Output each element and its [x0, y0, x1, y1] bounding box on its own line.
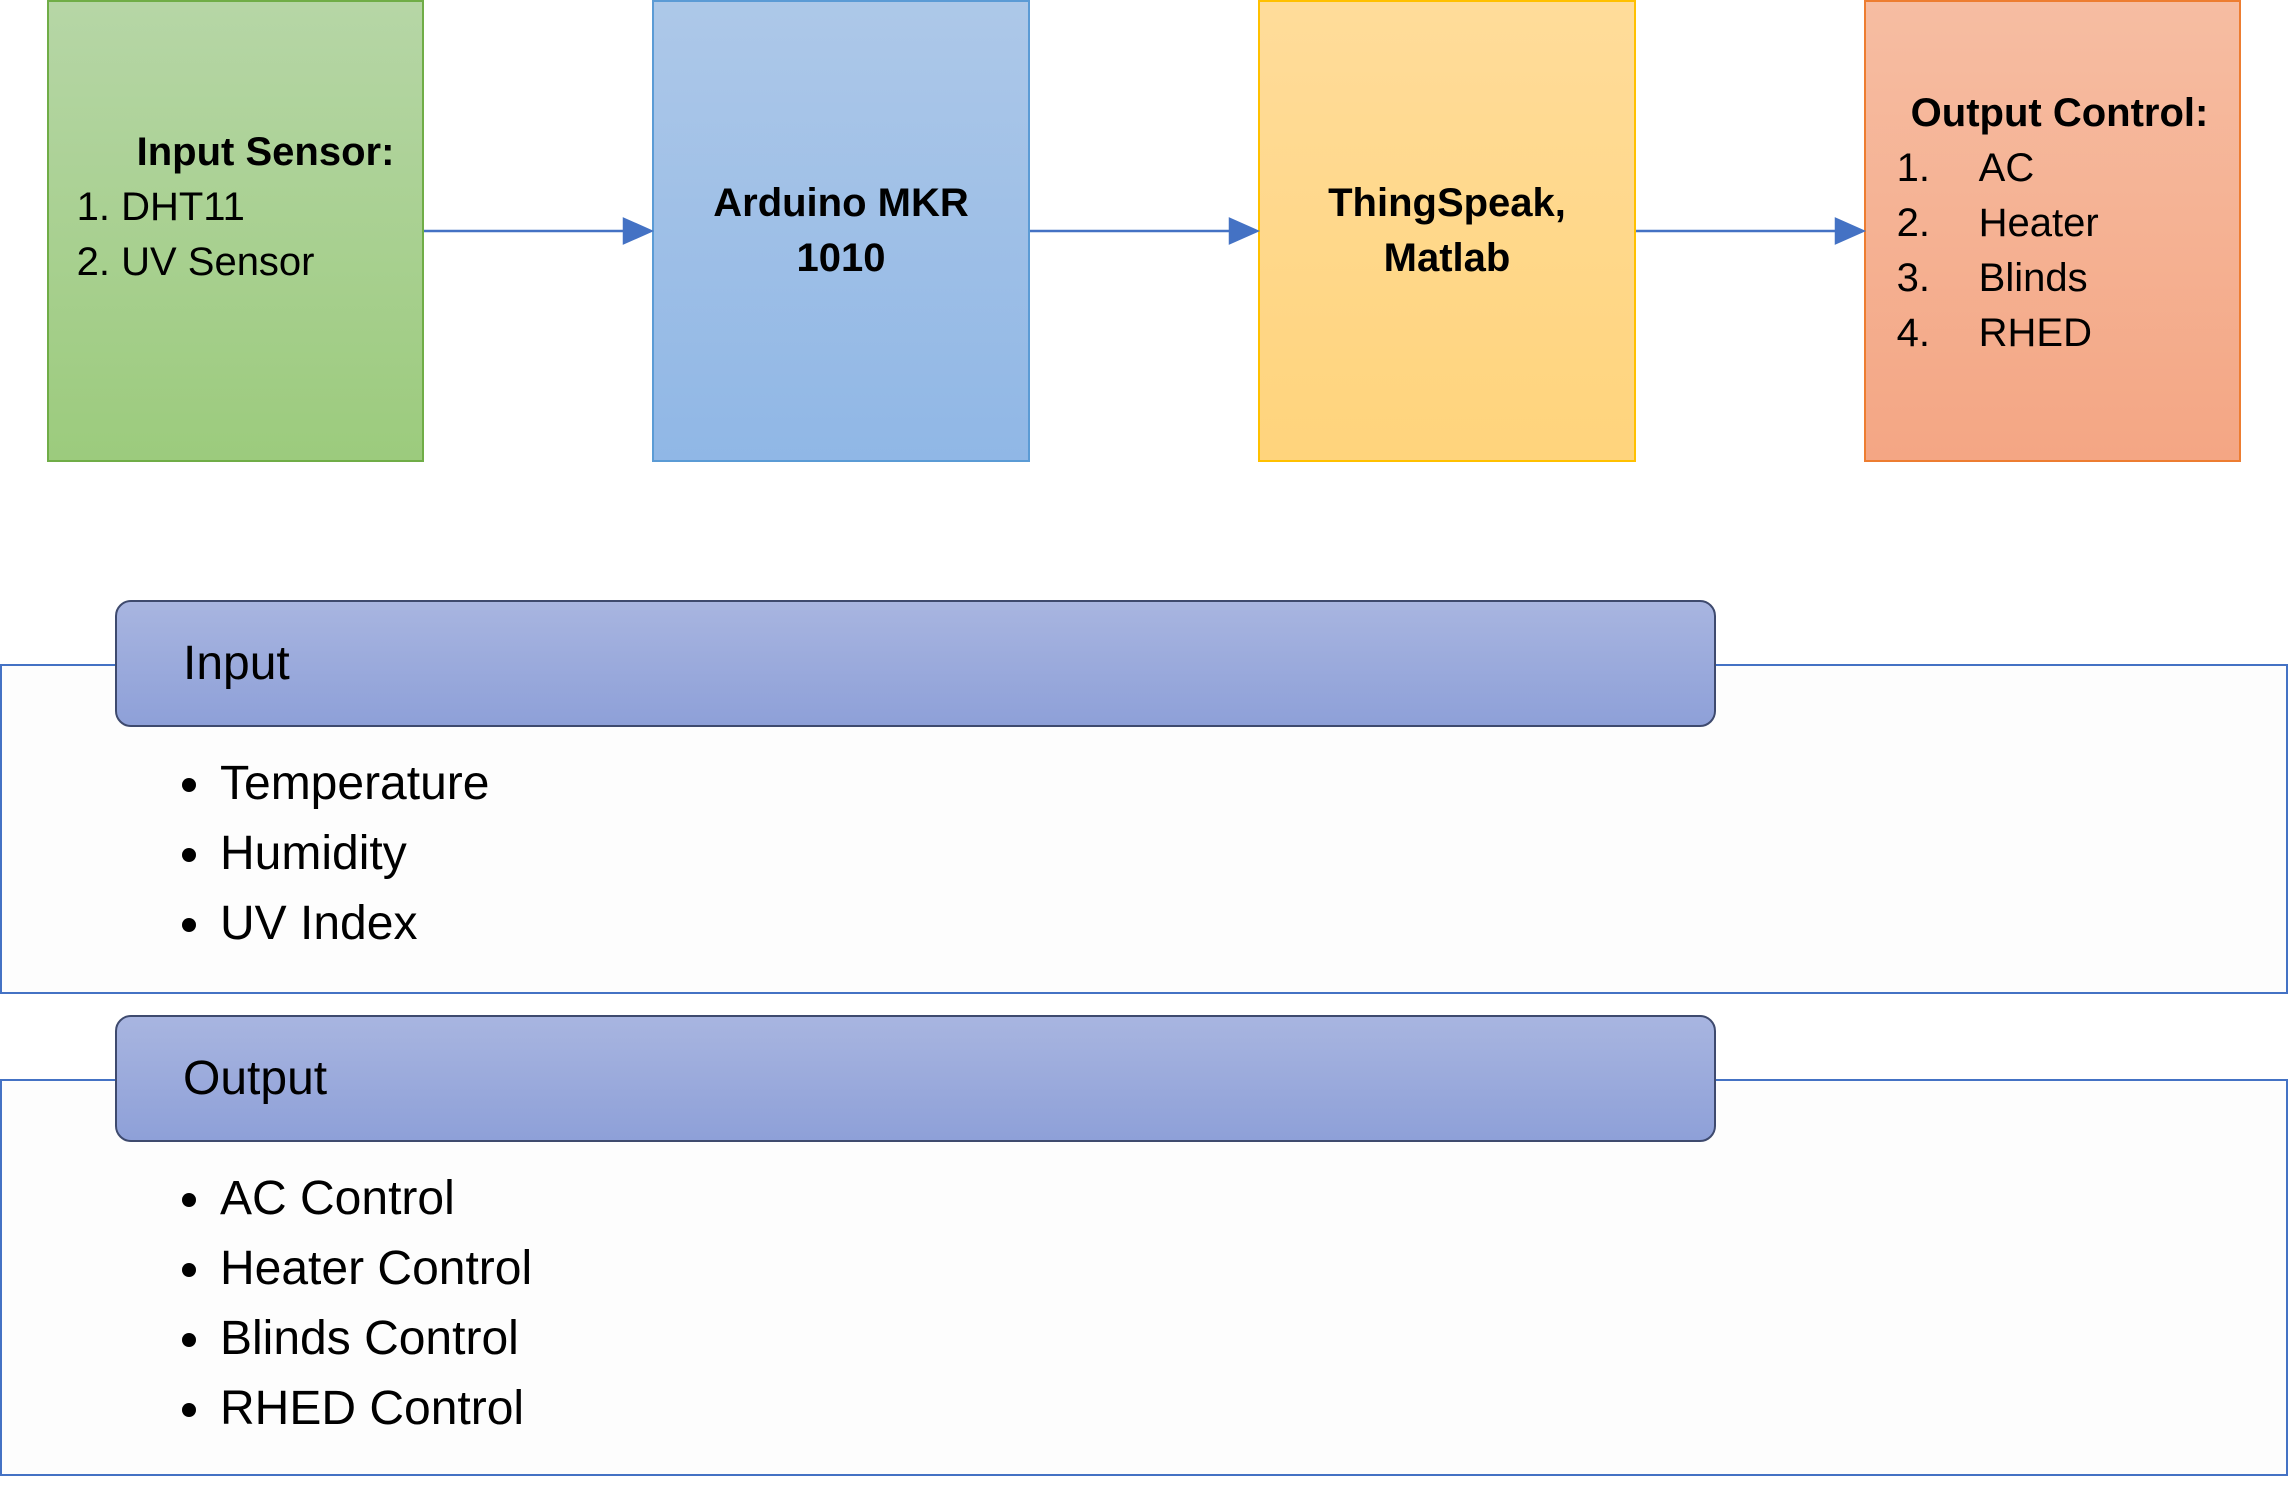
list-item: Blinds Control [180, 1304, 532, 1374]
output-panel-header: Output [115, 1015, 1716, 1142]
arrow-head-icon [1228, 217, 1261, 245]
output-control-content: Output Control: 1. AC 2. Heater 3. Blind… [1897, 86, 2209, 361]
input-sensor-item: 1. DHT11 [76, 184, 245, 229]
input-sensor-item: 2. UV Sensor [76, 239, 315, 284]
output-control-title: Output Control: [1910, 90, 2209, 135]
arduino-label-line2: 1010 [796, 236, 886, 280]
list-item: RHED Control [180, 1374, 532, 1444]
thingspeak-label: ThingSpeak, Matlab [1328, 176, 1566, 286]
output-control-item-label: RHED [1978, 310, 2092, 355]
thingspeak-label-line2: Matlab [1383, 236, 1511, 280]
output-control-item-number: 4. [1896, 310, 1931, 355]
arrow-head-icon [1834, 217, 1867, 245]
output-control-item-label: AC [1978, 145, 2035, 190]
thingspeak-label-line1: ThingSpeak, [1328, 181, 1566, 225]
list-item: Temperature [180, 749, 489, 819]
output-panel [0, 1079, 2288, 1476]
flow-arrows [424, 217, 1867, 245]
list-item: UV Index [180, 889, 489, 959]
output-control-item-label: Blinds [1978, 255, 2088, 300]
output-control-item-label: Heater [1978, 200, 2099, 245]
output-control-box: Output Control: 1. AC 2. Heater 3. Blind… [1864, 0, 2241, 462]
list-item: Heater Control [180, 1234, 532, 1304]
output-control-list: 1. AC 2. Heater 3. Blinds 4. RHED [1897, 141, 2209, 361]
input-sensor-list: 1. DHT11 2. UV Sensor [77, 180, 395, 290]
input-sensor-box: Input Sensor: 1. DHT11 2. UV Sensor [47, 0, 424, 462]
output-control-item-number: 2. [1896, 200, 1931, 245]
output-list: AC Control Heater Control Blinds Control… [180, 1164, 532, 1444]
output-control-item-number: 1. [1896, 145, 1931, 190]
output-panel-title: Output [183, 1052, 328, 1105]
input-sensor-title: Input Sensor: [136, 129, 395, 174]
output-control-item: 1. AC [1897, 141, 2209, 196]
input-panel-header: Input [115, 600, 1716, 727]
thingspeak-box: ThingSpeak, Matlab [1258, 0, 1636, 462]
input-list: Temperature Humidity UV Index [180, 749, 489, 959]
input-panel-title: Input [183, 637, 290, 690]
output-control-item: 2. Heater [1897, 196, 2209, 251]
output-control-item-number: 3. [1896, 255, 1931, 300]
list-item: Humidity [180, 819, 489, 889]
list-item: AC Control [180, 1164, 532, 1234]
arduino-label-line1: Arduino MKR [713, 181, 969, 225]
output-control-item: 3. Blinds [1897, 251, 2209, 306]
input-sensor-content: Input Sensor: 1. DHT11 2. UV Sensor [77, 125, 395, 290]
arduino-label: Arduino MKR 1010 [713, 176, 969, 286]
arrow-head-icon [622, 217, 655, 245]
output-control-item: 4. RHED [1897, 306, 2209, 361]
